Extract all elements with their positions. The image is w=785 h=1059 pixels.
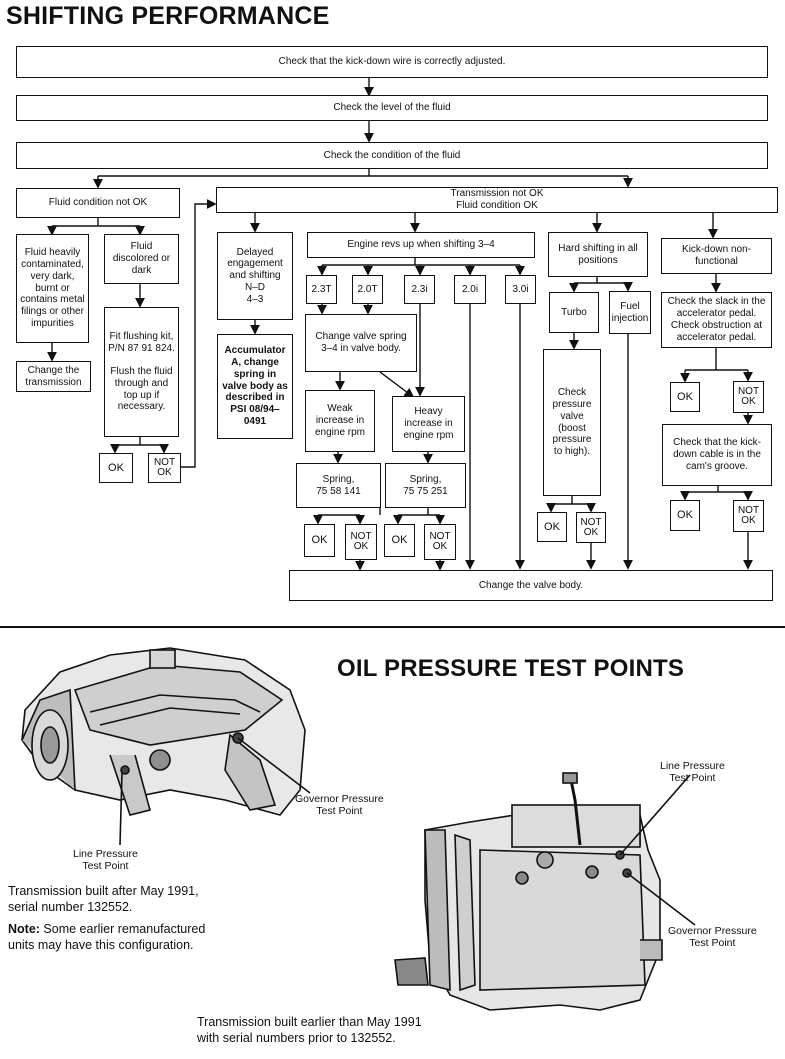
variant-3-0i: 3.0i [505, 275, 536, 304]
delayed-engagement-box: Delayed engagement and shifting N–D 4–3 [217, 232, 293, 320]
spring2-ok-box: OK [384, 524, 415, 557]
spring-1-box: Spring, 75 58 141 [296, 463, 381, 508]
transmission-drawing-before-1991 [394, 772, 696, 1011]
note-text: Some earlier remanufactured units may ha… [8, 922, 206, 952]
kickdown-adjust-box: Check that the kick-down wire is correct… [16, 46, 768, 78]
check-slack-box: Check the slack in the accelerator pedal… [661, 292, 772, 348]
flush-not-ok-box: NOT OK [148, 453, 181, 483]
line-pressure-label-2: Line Pressure Test Point [660, 760, 725, 785]
change-valve-spring-box: Change valve spring 3–4 in valve body. [305, 314, 417, 372]
governor-pressure-label-2: Governor Pressure Test Point [668, 925, 757, 950]
turbo-box: Turbo [549, 292, 599, 333]
check-pressure-box: Check pressure valve (boost pressure to … [543, 349, 601, 496]
change-valve-body-box: Change the valve body. [289, 570, 773, 601]
pressure-ok-box: OK [537, 512, 567, 542]
slack-ok-box: OK [670, 382, 700, 412]
pressure-not-ok-box: NOT OK [576, 512, 606, 543]
weak-increase-box: Weak increase in engine rpm [305, 390, 375, 452]
fuel-injection-box: Fuel injection [609, 291, 651, 334]
engine-revs-box: Engine revs up when shifting 3–4 [307, 232, 535, 258]
spring2-not-ok-box: NOT OK [424, 524, 456, 560]
variant-2-3i: 2.3i [404, 275, 435, 304]
fluid-not-ok-box: Fluid condition not OK [16, 188, 180, 218]
oil-pressure-title: OIL PRESSURE TEST POINTS [337, 655, 685, 682]
spring1-not-ok-box: NOT OK [345, 524, 377, 560]
kickdown-nonfunctional-box: Kick-down non-functional [661, 238, 772, 274]
fluid-condition-box: Check the condition of the fluid [16, 142, 768, 169]
line-pressure-label-1: Line Pressure Test Point [73, 848, 138, 873]
heavy-increase-box: Heavy increase in engine rpm [392, 396, 465, 452]
slack-not-ok-box: NOT OK [733, 381, 764, 413]
accumulator-box: Accumulator A, change spring in valve bo… [217, 334, 293, 439]
variant-2-3t: 2.3T [306, 275, 337, 304]
trans-not-ok-box: Transmission not OK Fluid condition OK [216, 187, 778, 213]
fluid-level-box: Check the level of the fluid [16, 95, 768, 121]
flushing-kit-box: Fit flushing kit, P/N 87 91 824. Flush t… [104, 307, 179, 437]
cable-not-ok-box: NOT OK [733, 500, 764, 532]
flush-ok-box: OK [99, 453, 133, 483]
spring1-ok-box: OK [304, 524, 335, 557]
governor-pressure-label-1: Governor Pressure Test Point [295, 793, 384, 818]
flowchart-connectors [47, 78, 753, 571]
fluid-heavily-box: Fluid heavily contaminated, very dark, b… [16, 234, 89, 343]
note-caption: Note: Some earlier remanufactured units … [8, 922, 205, 953]
shifting-title: SHIFTING PERFORMANCE [6, 2, 330, 30]
section-divider [0, 626, 785, 628]
hard-shifting-box: Hard shifting in all positions [548, 232, 648, 277]
note-label: Note: [8, 922, 40, 936]
after-1991-caption: Transmission built after May 1991, seria… [8, 884, 199, 914]
before-1991-caption: Transmission built earlier than May 1991… [197, 1015, 422, 1045]
fluid-discolored-box: Fluid discolored or dark [104, 234, 179, 284]
cable-ok-box: OK [670, 500, 700, 531]
change-transmission-box: Change the transmission [16, 361, 91, 392]
spring-2-box: Spring, 75 75 251 [385, 463, 466, 508]
check-kickdown-cable-box: Check that the kick-down cable is in the… [662, 424, 772, 486]
variant-2-0t: 2.0T [352, 275, 383, 304]
variant-2-0i: 2.0i [454, 275, 486, 304]
transmission-drawing-after-1991 [21, 647, 311, 846]
